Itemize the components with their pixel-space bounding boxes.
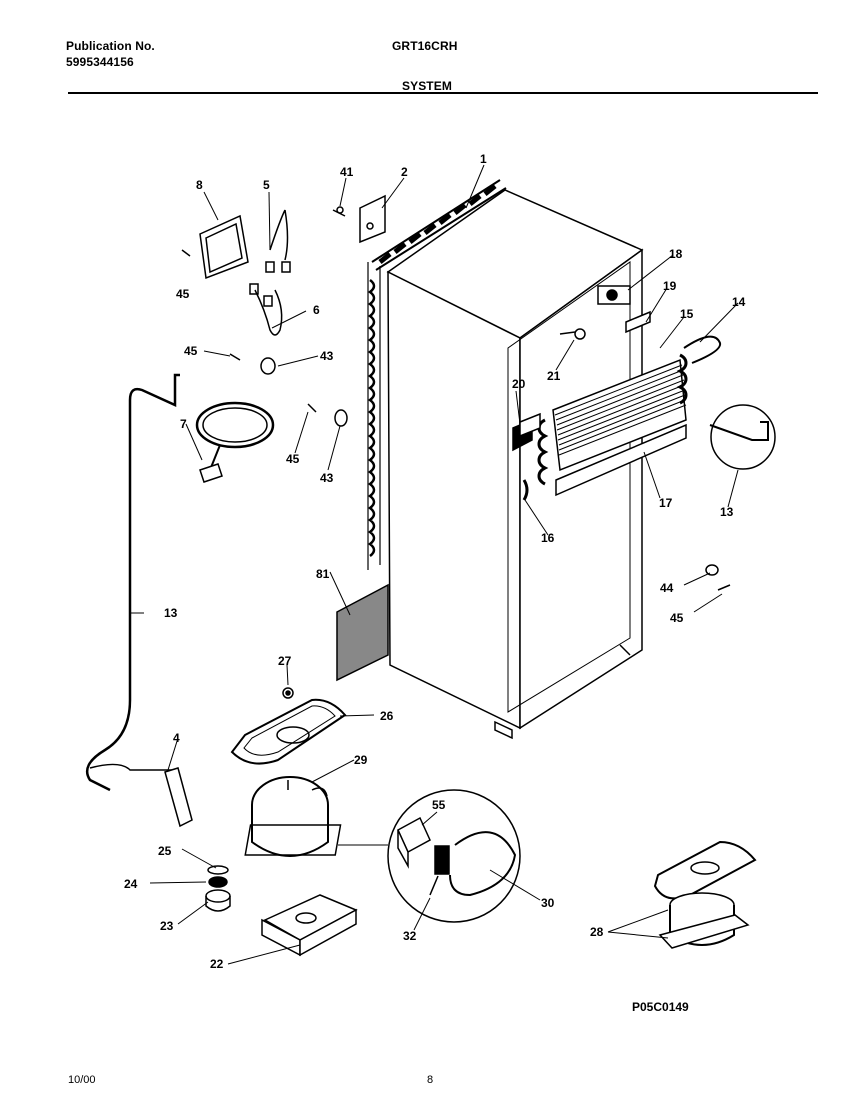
part-45-screw-right — [717, 584, 731, 591]
drier-detail — [709, 404, 776, 470]
part-43-clip — [260, 357, 348, 427]
callout-1: 1 — [480, 152, 487, 166]
part-29-compressor — [244, 776, 342, 857]
callout-28: 28 — [590, 925, 604, 939]
callout-43-a: 43 — [320, 349, 334, 363]
callout-55: 55 — [432, 798, 446, 812]
part-4-drier — [160, 767, 193, 828]
callout-7: 7 — [180, 417, 187, 431]
part-7-power-cord — [195, 401, 275, 483]
callout-13-b: 13 — [164, 606, 178, 620]
part-16-tube — [522, 479, 529, 501]
page-number: 8 — [427, 1074, 434, 1086]
part-45-screws — [181, 249, 317, 413]
callout-45-d: 45 — [670, 611, 684, 625]
cabinet — [386, 189, 644, 740]
callout-30: 30 — [541, 896, 555, 910]
callout-27: 27 — [278, 654, 292, 668]
callout-26: 26 — [380, 709, 394, 723]
callout-21: 21 — [547, 369, 561, 383]
part-5-harness — [265, 209, 291, 273]
callout-18: 18 — [669, 247, 683, 261]
callout-15: 15 — [680, 307, 694, 321]
part-41-screw — [332, 206, 346, 217]
part-26-drain-pan — [230, 698, 347, 765]
callout-45-b: 45 — [184, 344, 198, 358]
callout-29: 29 — [354, 753, 368, 767]
callout-43-b: 43 — [320, 471, 334, 485]
callout-25: 25 — [158, 844, 172, 858]
part-2-bracket — [359, 194, 386, 244]
part-21-screw — [559, 328, 586, 340]
callout-6: 6 — [313, 303, 320, 317]
callout-23: 23 — [160, 919, 174, 933]
part-44-clip — [705, 564, 719, 576]
callout-2: 2 — [401, 165, 408, 179]
part-28-compressor-assembly — [653, 840, 757, 949]
part-27-grommet — [282, 687, 294, 699]
part-20-control — [512, 412, 541, 452]
publication-label: Publication No. — [66, 39, 155, 53]
condenser-coil — [367, 179, 507, 570]
leader-lines — [130, 164, 739, 965]
header-rule — [68, 92, 818, 94]
part-19-bracket — [625, 310, 651, 334]
part-25-24-23-grommet — [205, 865, 231, 912]
section-title: SYSTEM — [402, 79, 452, 93]
evaporator — [537, 335, 722, 497]
part-22-base — [261, 894, 358, 957]
footer-date: 10/00 — [68, 1074, 96, 1086]
callout-8: 8 — [196, 178, 203, 192]
callout-44: 44 — [660, 581, 674, 595]
model-number: GRT16CRH — [392, 39, 458, 53]
part-13-tubing — [85, 373, 180, 792]
part-18-thermostat — [597, 285, 631, 305]
callout-4: 4 — [173, 731, 180, 745]
callout-16: 16 — [541, 531, 555, 545]
callout-22: 22 — [210, 957, 224, 971]
callout-24: 24 — [124, 877, 138, 891]
grille-81 — [336, 583, 389, 682]
callout-41: 41 — [340, 165, 354, 179]
callout-20: 20 — [512, 377, 526, 391]
callout-45-a: 45 — [176, 287, 190, 301]
diagram-code: P05C0149 — [632, 1000, 689, 1014]
callout-5: 5 — [263, 178, 270, 192]
callout-45-c: 45 — [286, 452, 300, 466]
callout-32: 32 — [403, 929, 417, 943]
callout-14: 14 — [732, 295, 746, 309]
callout-81: 81 — [316, 567, 330, 581]
publication-number: 5995344156 — [66, 55, 134, 69]
callout-17: 17 — [659, 496, 673, 510]
part-6-harness — [249, 283, 283, 336]
callout-19: 19 — [663, 279, 677, 293]
part-8-cover — [199, 214, 249, 280]
callout-labels: 1 2 41 8 5 45 6 43 45 7 45 43 18 19 14 1… — [124, 152, 746, 971]
relay-detail — [387, 789, 521, 923]
callout-13-a: 13 — [720, 505, 734, 519]
